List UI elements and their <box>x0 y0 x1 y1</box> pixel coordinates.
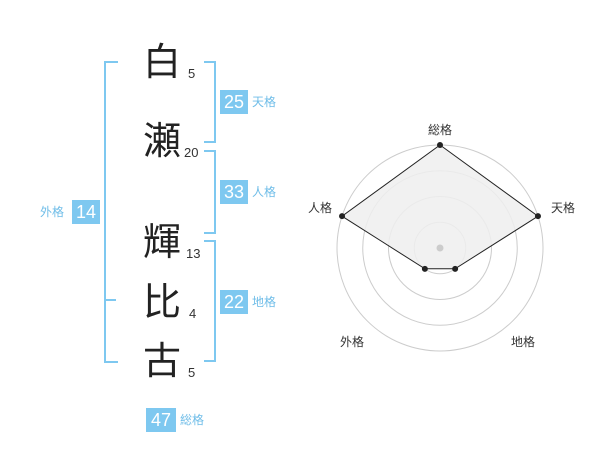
jinkaku-label: 人格 <box>252 185 277 199</box>
stroke-count-4: 4 <box>189 306 197 321</box>
radar-point-3 <box>452 265 459 272</box>
soukaku-value: 47 <box>146 408 176 432</box>
radar-point-4 <box>421 265 428 272</box>
chikaku-value: 22 <box>220 290 248 314</box>
radar-point-1 <box>437 142 443 148</box>
radar-area <box>341 144 539 270</box>
tenkaku-value: 25 <box>220 90 248 114</box>
gaikaku-value: 14 <box>72 200 100 224</box>
name-char-1: 白 <box>143 40 182 84</box>
stroke-count-2: 20 <box>184 145 199 160</box>
chikaku-label: 地格 <box>252 295 277 309</box>
soukaku-label: 総格 <box>180 413 205 427</box>
name-char-4: 比 <box>143 280 182 324</box>
name-char-3: 輝 <box>143 220 182 264</box>
outer-bracket-tick <box>104 299 116 301</box>
tenkaku-bracket <box>204 61 216 143</box>
axis-label-gaikaku: 外格 <box>340 335 365 349</box>
chikaku-bracket <box>204 240 216 362</box>
stroke-count-5: 5 <box>188 365 196 380</box>
jinkaku-bracket <box>204 150 216 234</box>
radar-center-dot <box>436 244 444 252</box>
radar-point-2 <box>534 213 541 220</box>
name-char-5: 古 <box>143 339 182 383</box>
tenkaku-label: 天格 <box>252 95 277 109</box>
axis-label-chikaku: 地格 <box>511 335 536 349</box>
name-char-2: 瀬 <box>143 119 182 163</box>
gaikaku-label: 外格 <box>40 205 65 219</box>
axis-label-soukaku: 総格 <box>428 123 453 137</box>
jinkaku-value: 33 <box>220 180 248 204</box>
axis-label-tenkaku: 天格 <box>551 201 576 215</box>
stroke-count-3: 13 <box>186 246 201 261</box>
axis-label-jinkaku: 人格 <box>308 201 333 215</box>
outer-bracket <box>104 61 118 363</box>
radar-point-5 <box>339 213 346 220</box>
stroke-count-1: 5 <box>188 66 196 81</box>
